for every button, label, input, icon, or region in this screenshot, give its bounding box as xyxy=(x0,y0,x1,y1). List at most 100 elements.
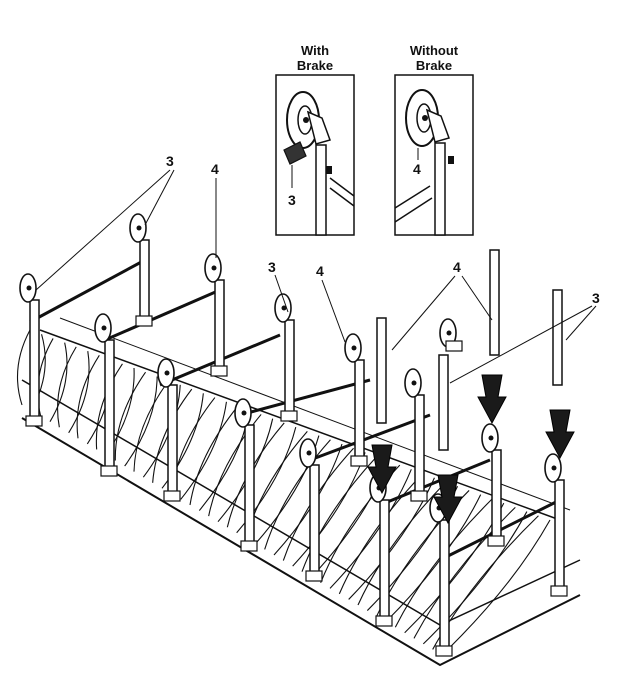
post xyxy=(434,142,446,236)
caster-posts xyxy=(19,213,568,657)
caster-post xyxy=(404,368,428,502)
caster-hub xyxy=(26,285,32,291)
pin xyxy=(448,156,454,164)
caster-post xyxy=(439,318,463,352)
post xyxy=(414,394,425,496)
callout-left-pair: 3 xyxy=(166,153,174,169)
callout-mid-caster: 3 xyxy=(268,259,276,275)
post xyxy=(315,144,327,236)
accordion-rod xyxy=(95,363,123,450)
accordion-rod xyxy=(76,355,100,439)
caster-post xyxy=(274,293,298,422)
accordion-rod xyxy=(124,376,158,467)
accordion-rod xyxy=(338,473,424,595)
caster-hub xyxy=(488,435,494,441)
post xyxy=(104,339,115,471)
inset-title-line1: With xyxy=(301,43,329,58)
caster-hub xyxy=(211,265,217,271)
accordion-rod xyxy=(441,519,551,656)
caster-post xyxy=(299,438,323,582)
post-foot xyxy=(350,455,368,467)
caster-post xyxy=(369,473,393,627)
caster-post xyxy=(234,398,258,552)
post xyxy=(167,384,178,496)
post-foot xyxy=(305,570,323,582)
accordion-rods xyxy=(17,329,551,656)
caster-hub xyxy=(551,465,557,471)
brake-lever xyxy=(283,141,307,165)
caster-post xyxy=(129,213,153,327)
caster-hub xyxy=(306,450,312,456)
caster-post xyxy=(19,273,43,427)
caster-post xyxy=(544,453,568,597)
pin xyxy=(326,166,332,174)
caster-hub xyxy=(446,330,452,336)
accordion-rod xyxy=(57,346,77,428)
caster-post xyxy=(481,423,505,547)
callout-far-right: 3 xyxy=(592,290,600,306)
post-foot xyxy=(435,645,453,657)
post xyxy=(554,479,565,591)
down-arrow-icon xyxy=(545,409,575,460)
accordion-rod xyxy=(348,477,435,600)
post-foot xyxy=(445,340,463,352)
inset-with-brake: With Brake 3 xyxy=(275,43,355,236)
caster-post xyxy=(204,253,228,377)
insert-arrows xyxy=(367,374,575,525)
accordion-rod xyxy=(133,380,170,472)
loose-post xyxy=(552,289,563,386)
inset-without-brake: Without Brake 4 xyxy=(394,43,474,236)
caster-post xyxy=(344,333,368,467)
post-foot xyxy=(410,490,428,502)
loose-post xyxy=(438,354,449,451)
caster-hub xyxy=(411,380,417,386)
accordion-rod xyxy=(422,511,528,645)
post-foot xyxy=(210,365,228,377)
down-arrow-icon xyxy=(367,444,397,495)
caster-post xyxy=(157,358,181,502)
post xyxy=(439,519,450,651)
post-foot xyxy=(487,535,505,547)
inset-title-line2: Brake xyxy=(297,58,333,73)
post-foot xyxy=(550,585,568,597)
post xyxy=(214,279,225,371)
inset-title-line2: Brake xyxy=(416,58,452,73)
caster-hub xyxy=(351,345,357,351)
caster-fork xyxy=(306,110,331,145)
accordion-rod xyxy=(394,498,493,628)
loose-post xyxy=(489,249,500,356)
accordion-rod xyxy=(329,469,412,589)
accordion-rod xyxy=(301,456,378,572)
post-foot xyxy=(135,315,153,327)
post xyxy=(309,464,320,576)
post xyxy=(29,299,40,421)
accordion-rod xyxy=(152,388,193,483)
loose-posts xyxy=(376,249,563,451)
accordion-rod xyxy=(264,439,331,550)
accordion-rod xyxy=(114,371,147,461)
down-arrow-icon xyxy=(433,474,463,525)
callout-left-rear: 4 xyxy=(211,161,219,177)
accordion-rod xyxy=(357,481,447,606)
post-foot xyxy=(375,615,393,627)
post-foot xyxy=(25,415,43,427)
accordion-rod xyxy=(189,405,239,506)
caster-hub xyxy=(164,370,170,376)
post xyxy=(379,499,390,621)
accordion-rod xyxy=(37,338,54,417)
post-foot xyxy=(240,540,258,552)
callout-right-pair-four: 4 xyxy=(453,259,461,275)
caster-hub xyxy=(281,305,287,311)
post-foot xyxy=(100,465,118,477)
down-arrow-icon xyxy=(477,374,507,425)
accordion-rod xyxy=(180,401,227,500)
post-foot xyxy=(280,410,298,422)
caster-post xyxy=(94,313,118,477)
post xyxy=(354,359,365,461)
post xyxy=(284,319,295,416)
accordion-frame xyxy=(17,258,581,667)
accordion-rod xyxy=(292,452,366,567)
caster-hub xyxy=(136,225,142,231)
post xyxy=(244,424,255,546)
